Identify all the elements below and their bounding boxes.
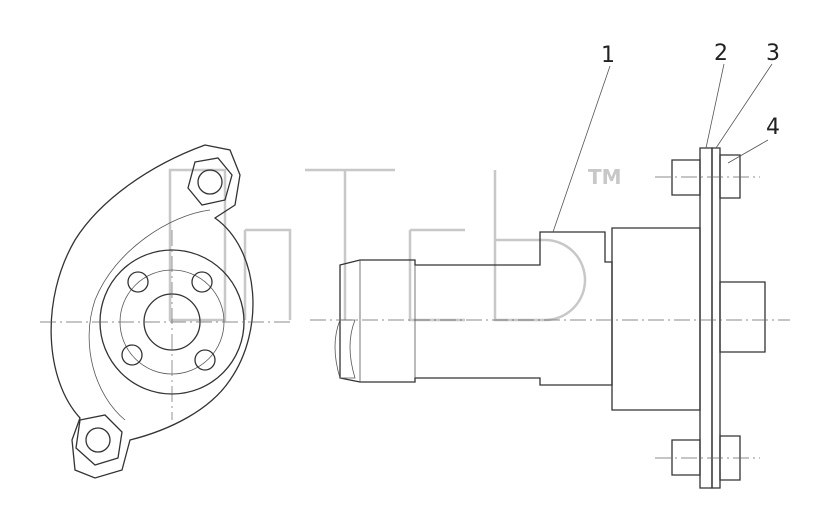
watermark-logo — [168, 168, 587, 322]
bolt-bottom — [671, 435, 741, 481]
callout-label-4: 4 — [766, 115, 780, 140]
flange-inner-outline — [88, 209, 211, 421]
callout-label-1: 1 — [601, 43, 615, 68]
leader-line-4 — [727, 139, 769, 164]
flange-outline — [50, 144, 254, 479]
leader-line-1 — [552, 65, 611, 233]
callout-4: 4 — [727, 115, 780, 164]
bolt-head-bottom — [75, 414, 123, 466]
gasket — [711, 147, 721, 489]
body-housing — [611, 227, 701, 411]
flange-plate — [699, 147, 713, 489]
leader-line-3 — [715, 63, 773, 149]
shaft-section-end — [334, 319, 356, 379]
watermark-tm: TM — [588, 165, 622, 189]
mounting-hole-1 — [127, 271, 149, 293]
leader-line-2 — [705, 63, 725, 149]
boss — [719, 281, 766, 353]
bolt-circle-top — [197, 169, 223, 195]
shaft-outline — [339, 231, 613, 386]
bolt-circle-bottom — [85, 427, 111, 453]
bolt-top — [671, 154, 741, 199]
callout-3: 3 — [715, 41, 780, 149]
mounting-hole-3 — [121, 344, 143, 366]
mounting-hole-4 — [194, 349, 216, 371]
callout-2: 2 — [705, 41, 728, 149]
callout-1: 1 — [552, 43, 615, 233]
pump-side-view — [310, 147, 790, 489]
mounting-hole-2 — [191, 271, 213, 293]
bolt-head-top — [187, 157, 233, 206]
flange-front-view — [40, 144, 290, 479]
callout-label-2: 2 — [714, 41, 728, 66]
callout-label-3: 3 — [766, 41, 780, 66]
